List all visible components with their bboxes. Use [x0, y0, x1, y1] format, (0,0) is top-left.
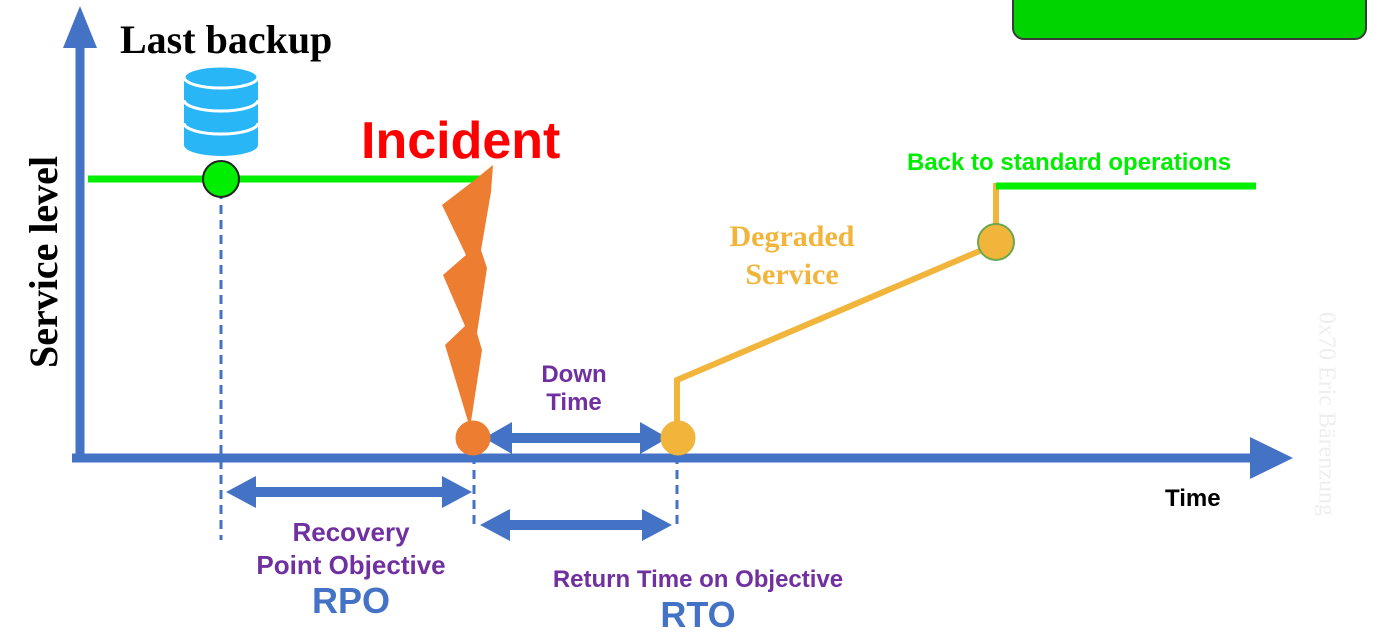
restored-service-line [993, 182, 1256, 240]
down-time-line2: Time [546, 389, 602, 417]
full-recovery-point [977, 223, 1015, 261]
lightning-bolt-icon [442, 165, 493, 428]
rpo-arrow [226, 476, 472, 508]
rpo-abbr: RPO [311, 579, 391, 621]
y-axis [63, 6, 97, 462]
watermark: 0x70 Eric Bärenzung [1313, 312, 1340, 516]
rto-arrow [480, 509, 672, 541]
y-axis-label: Service level [21, 155, 66, 369]
last-backup-label: Last backup [120, 17, 333, 62]
rto-label: Return Time on Objective RTO [553, 567, 843, 634]
x-axis [72, 437, 1293, 479]
rpo-label: Recovery Point Objective RPO [256, 517, 446, 621]
degraded-service-label: Degraded Service [730, 221, 855, 290]
rpo-line2: Point Objective [256, 550, 446, 581]
database-icon [182, 64, 260, 156]
incident-label: Incident [361, 112, 561, 170]
down-time-arrow [484, 422, 668, 454]
down-time-line1: Down [541, 361, 607, 388]
down-time-label: Down Time [541, 361, 607, 417]
rto-full: Return Time on Objective [552, 566, 844, 593]
green-header-box [1012, 0, 1367, 40]
recovery-start-point [660, 420, 696, 456]
backup-point [202, 160, 240, 198]
x-axis-label: Time [1165, 485, 1221, 512]
degraded-label-line2: Service [745, 257, 839, 291]
degraded-label-line1: Degraded [729, 220, 855, 253]
back-to-standard-label: Back to standard operations [907, 149, 1232, 176]
incident-point [455, 420, 491, 456]
dashed-guides [219, 190, 679, 540]
rpo-line1: Recovery [292, 517, 410, 547]
rto-abbr: RTO [660, 594, 736, 636]
degraded-service-line [674, 241, 998, 437]
